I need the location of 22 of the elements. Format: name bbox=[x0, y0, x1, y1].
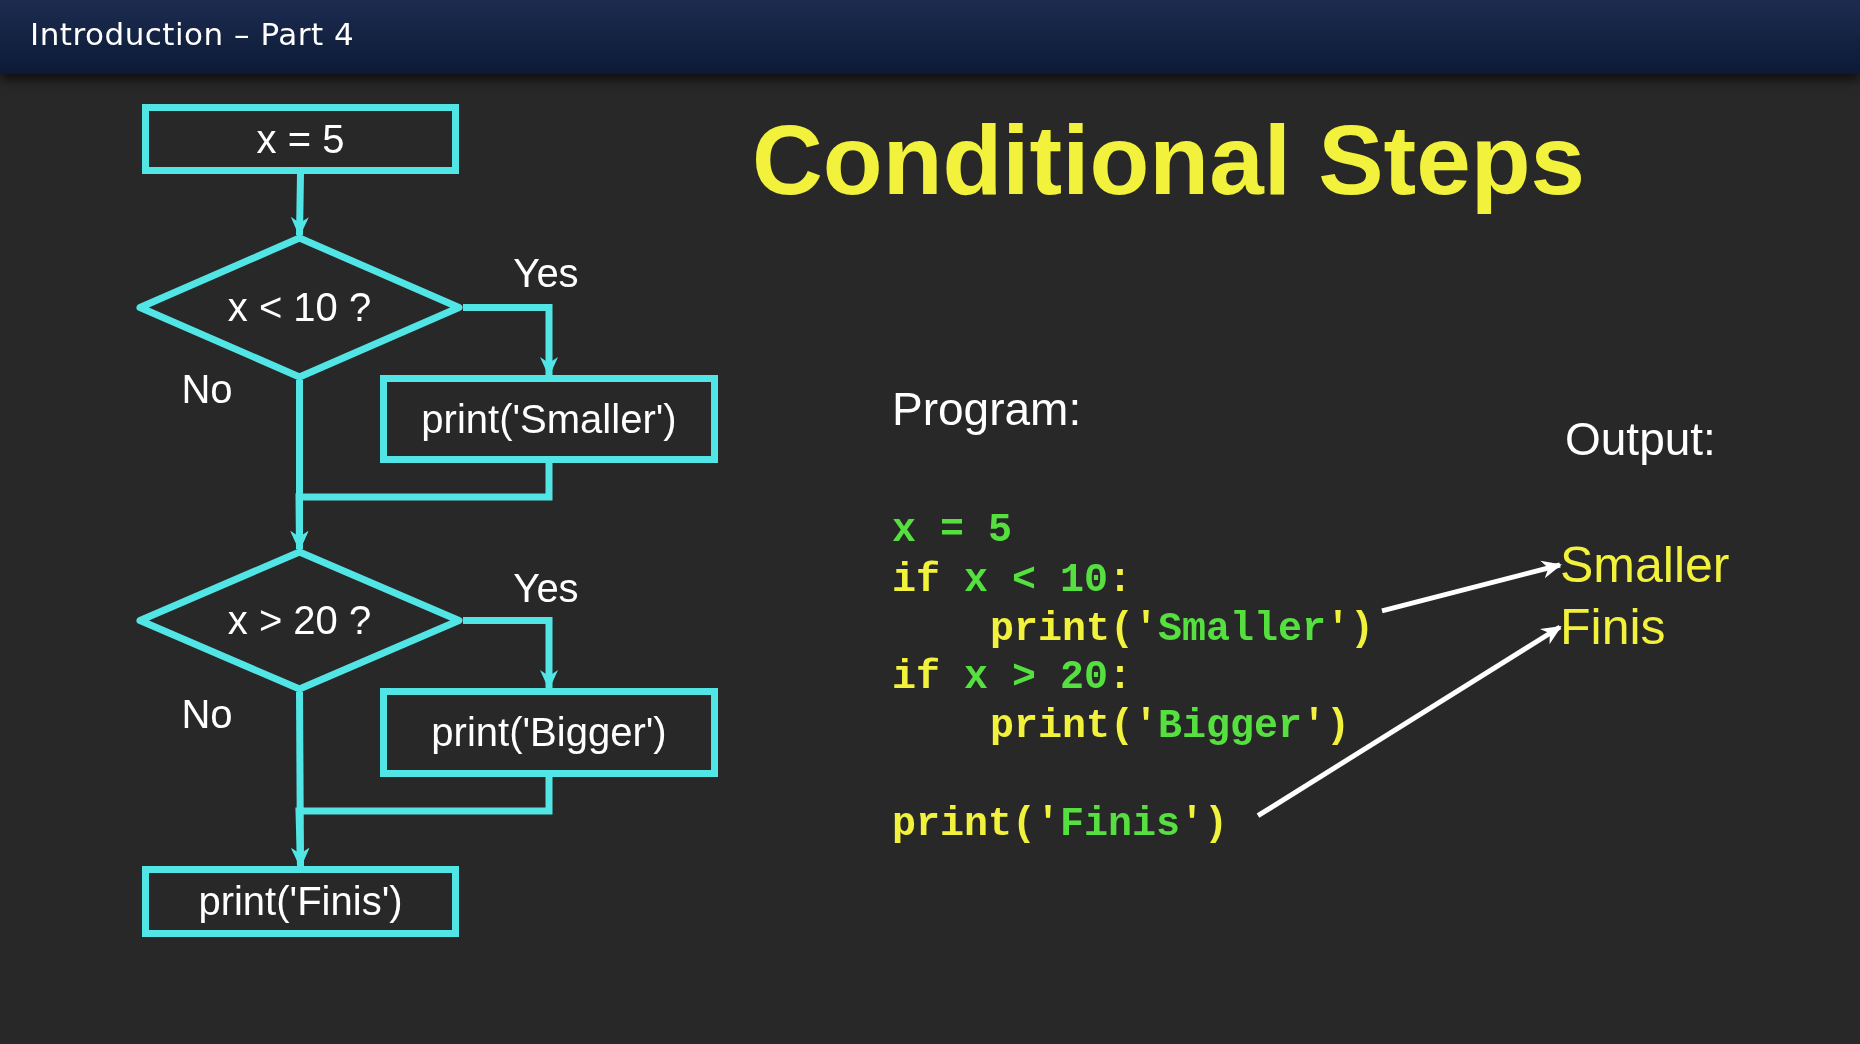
arrow bbox=[290, 173, 309, 237]
code-line: print('Bigger') bbox=[990, 703, 1351, 751]
code-line: x = 5 bbox=[892, 507, 1013, 555]
process-box: print('Finis') bbox=[142, 866, 459, 937]
condition-text: x > 20 ? bbox=[227, 598, 372, 643]
process-box: print('Smaller') bbox=[380, 375, 718, 463]
code-line: print('Finis') bbox=[892, 800, 1258, 849]
arrow bbox=[1381, 560, 1562, 614]
output-text: Smaller bbox=[1560, 535, 1760, 595]
header-title: Introduction – Part 4 bbox=[30, 16, 355, 52]
code-line: if x > 20: bbox=[892, 654, 1133, 702]
section-heading: Program: bbox=[892, 382, 1082, 436]
code-line: print('Smaller') bbox=[990, 605, 1382, 654]
process-box: x = 5 bbox=[142, 104, 459, 174]
output-text: Finis bbox=[1560, 597, 1760, 657]
slide-title: Conditional Steps bbox=[752, 104, 1585, 217]
section-heading: Output: bbox=[1565, 412, 1716, 466]
process-box: print('Bigger') bbox=[380, 688, 718, 777]
condition-text: x < 10 ? bbox=[227, 285, 372, 330]
arrow bbox=[1256, 624, 1562, 818]
decision-diamond bbox=[136, 549, 463, 692]
code-line: if x < 10: bbox=[892, 557, 1133, 605]
